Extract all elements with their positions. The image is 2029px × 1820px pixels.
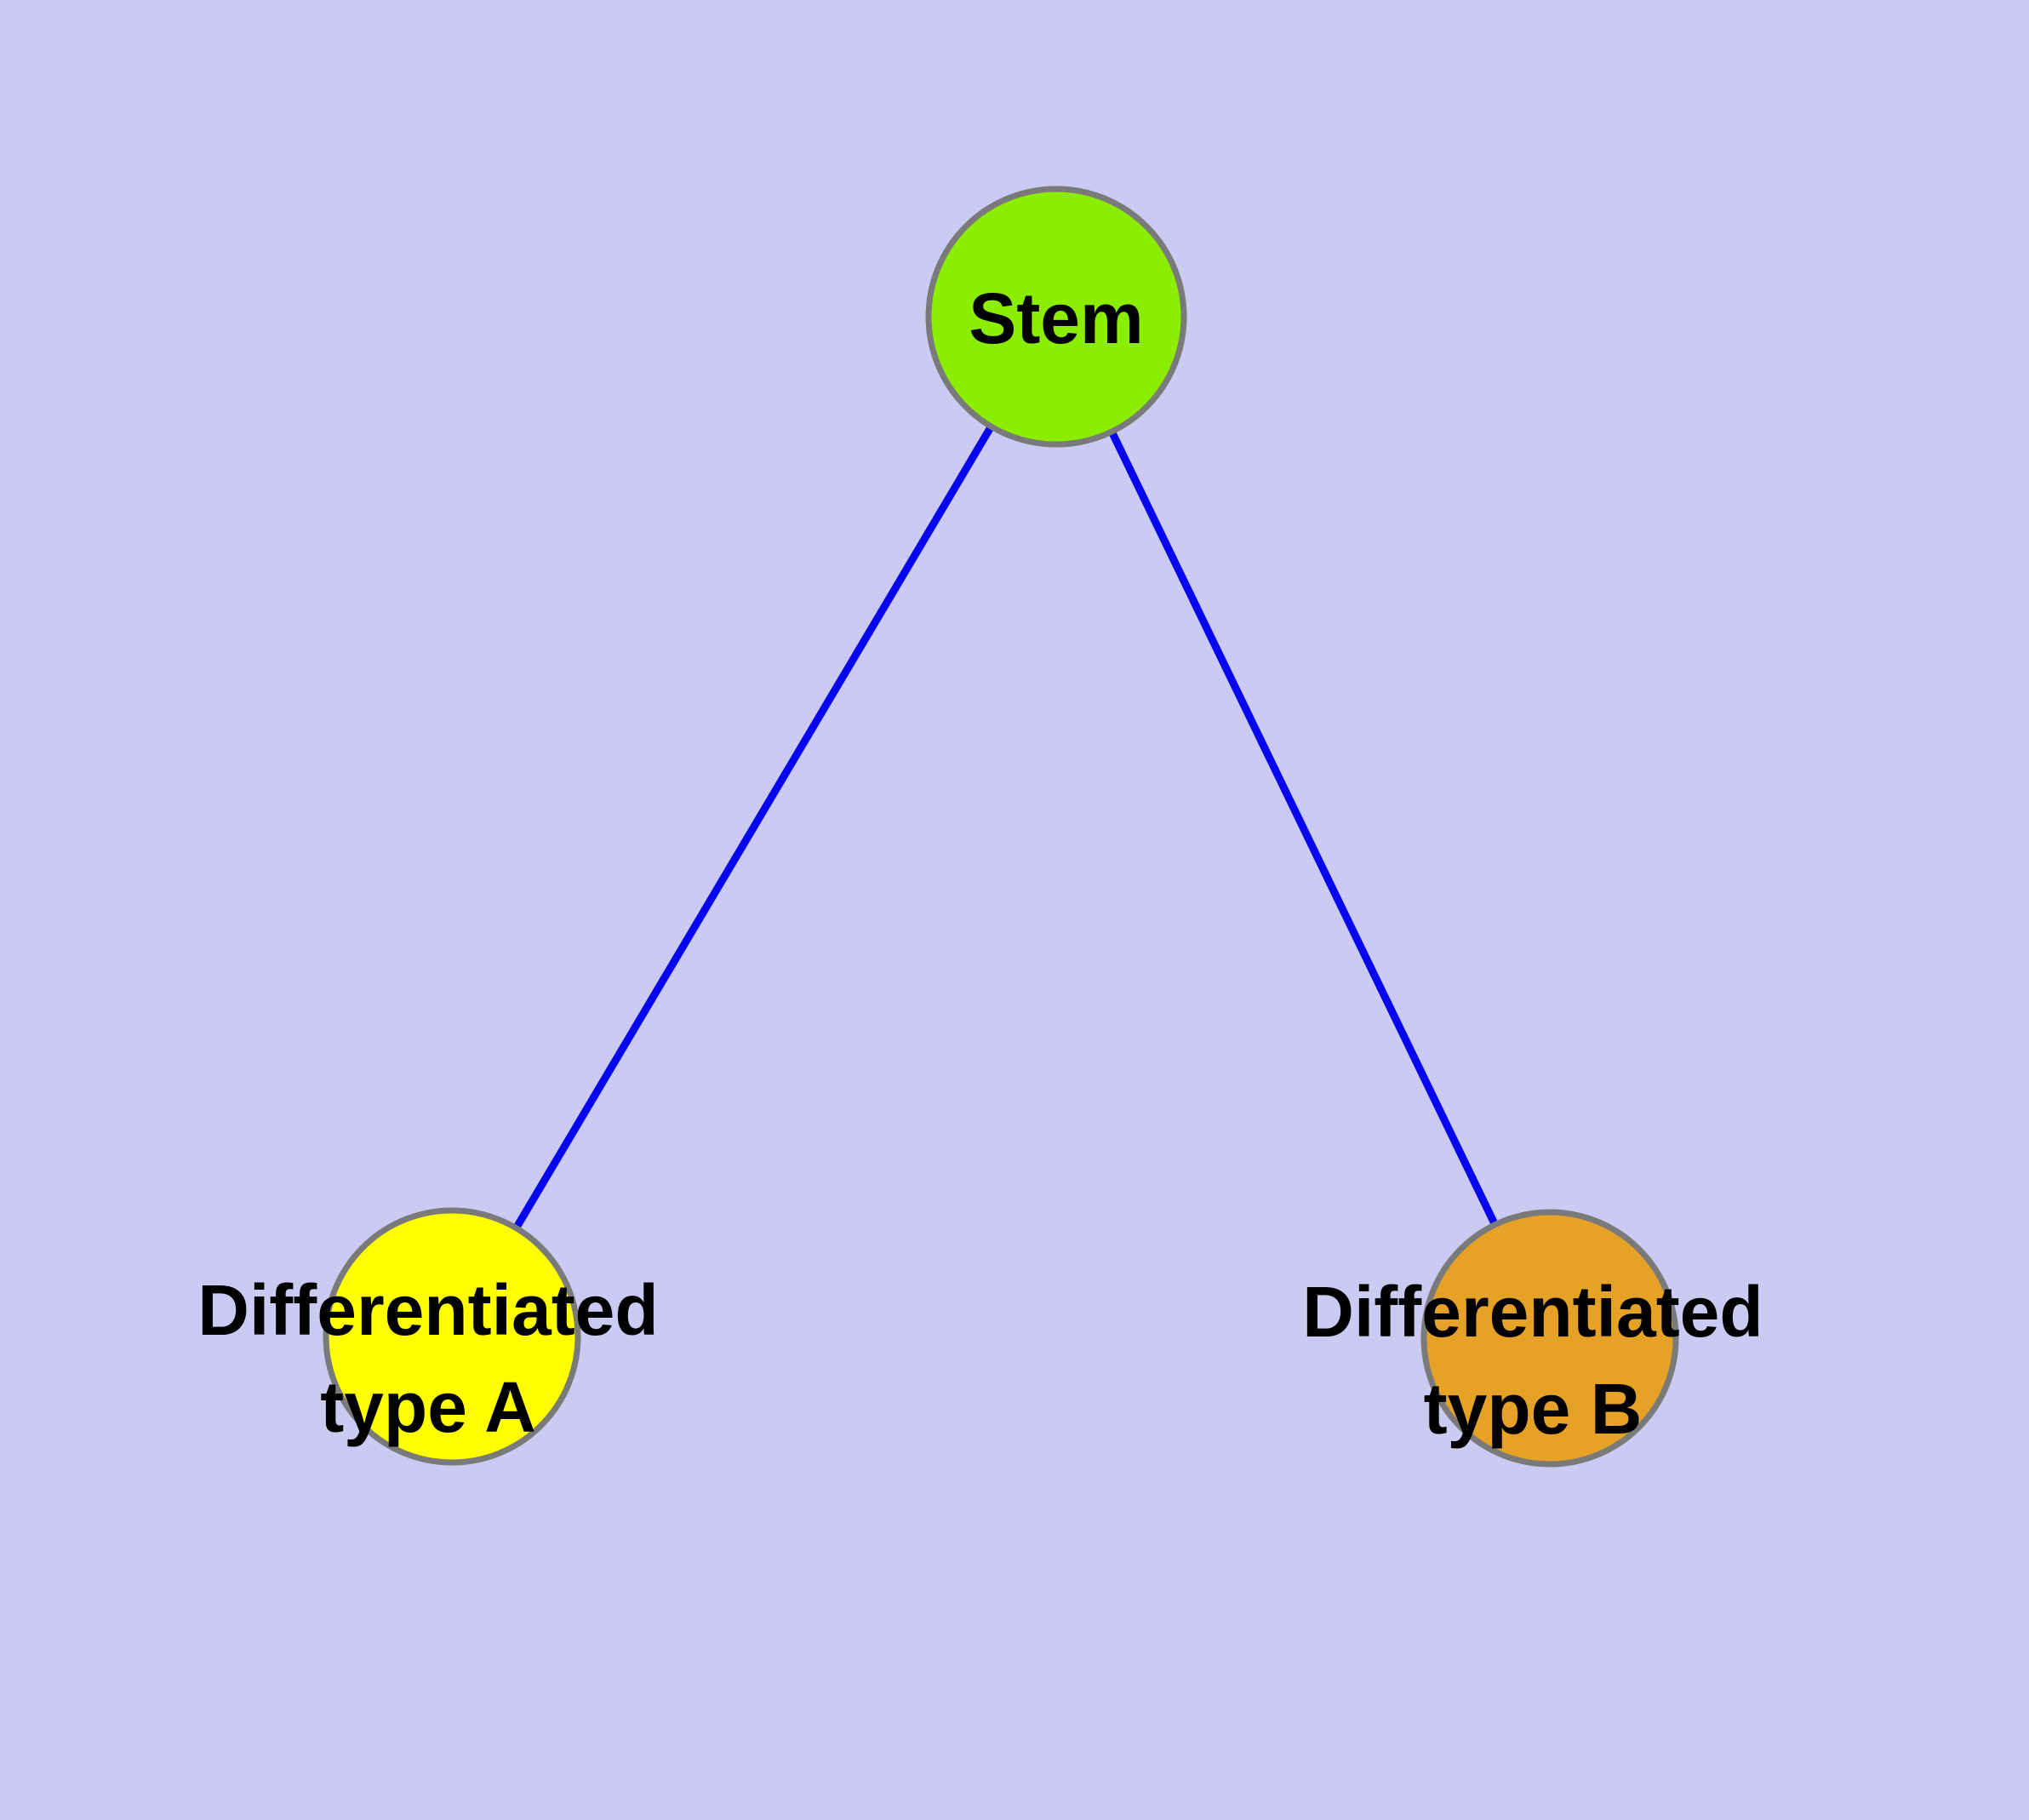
edge-stem-diff-type-b (1052, 315, 1554, 1340)
node-circle-stem[interactable] (925, 186, 1187, 448)
node-circle-diff-type-a[interactable] (323, 1207, 581, 1466)
node-circle-diff-type-b[interactable] (1420, 1209, 1679, 1468)
edge-stem-diff-type-a (449, 314, 1060, 1339)
